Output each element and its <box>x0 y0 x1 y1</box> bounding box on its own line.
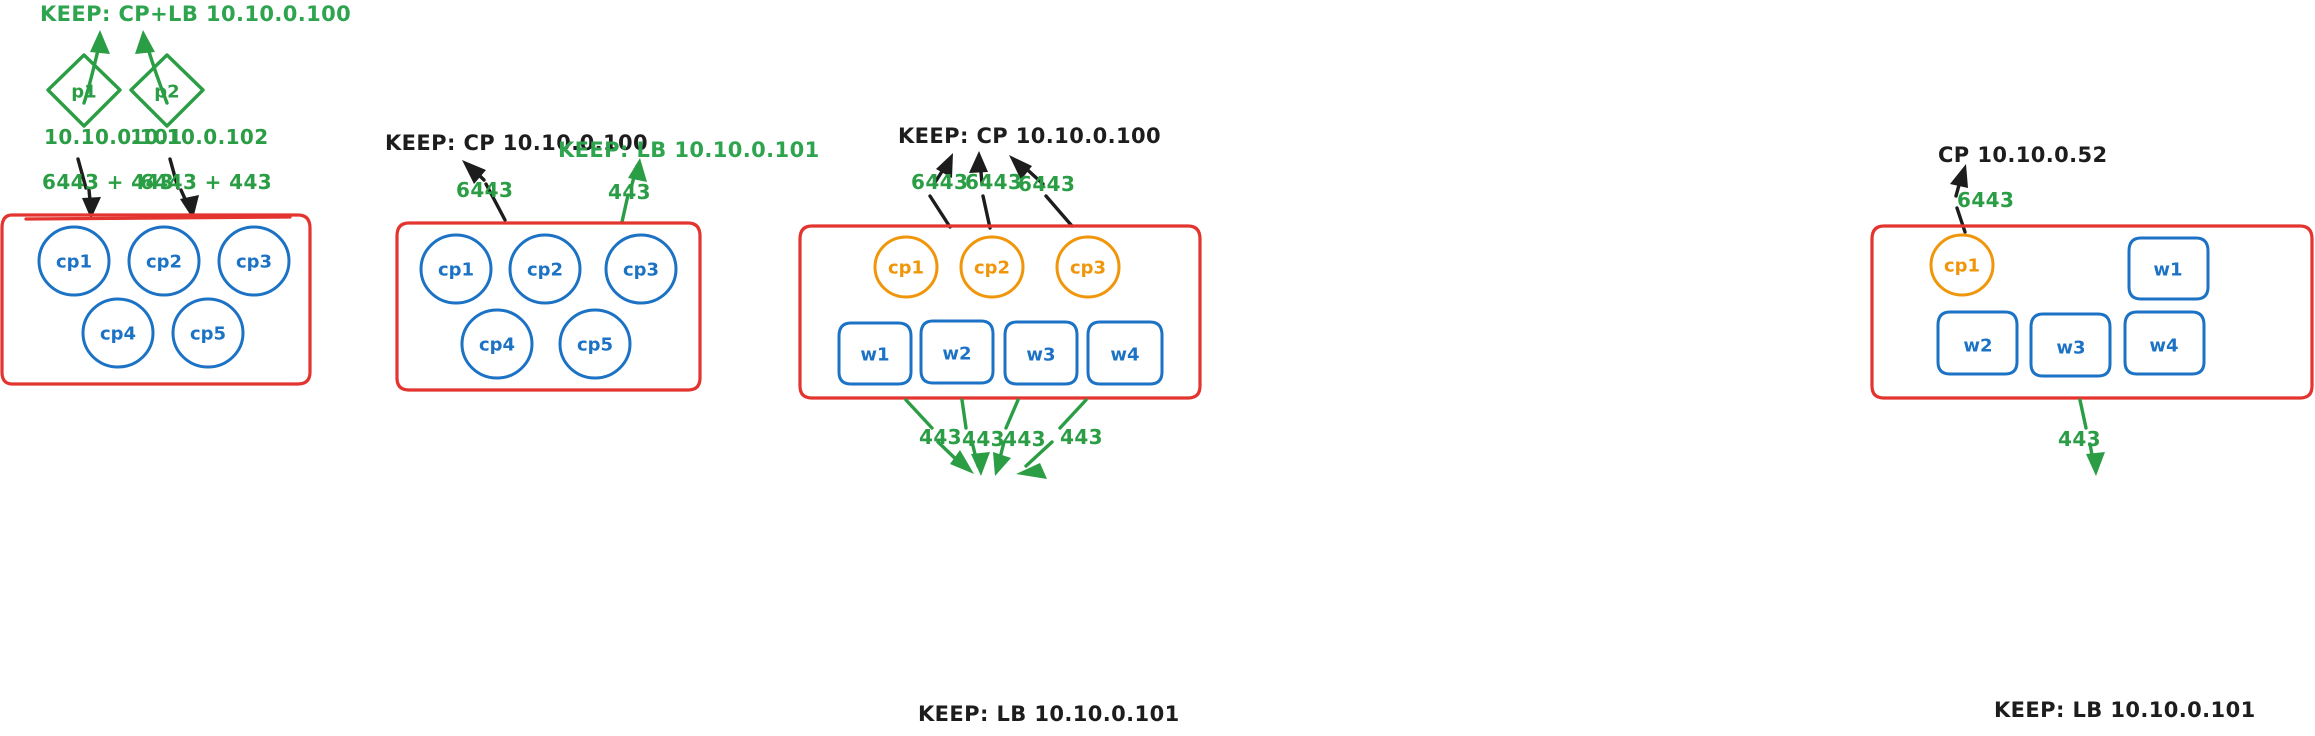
panel2-node-cp5-shape <box>558 308 632 380</box>
panel1-proxy-p1-shape <box>46 53 122 128</box>
panel4-cp-arrow <box>1950 164 1968 234</box>
panel1-proxy-p2-shape <box>129 53 205 128</box>
panel2-node-cp3-label: cp3 <box>622 259 660 281</box>
panel3-node-w3-shape <box>1003 320 1079 386</box>
panel2-lb-arrow <box>620 158 647 224</box>
panel4-node-w4-shape <box>2123 310 2206 376</box>
panel4-node-w3-shape <box>2029 312 2112 378</box>
panel4-cp-port: 6443 <box>1957 188 2015 212</box>
panel3-cp-port-3: 6443 <box>1018 172 1076 196</box>
panel1-node-cp4-label: cp4 <box>99 323 137 345</box>
panel1-downarrow-1 <box>76 157 101 219</box>
panel3-lb-arrow-4 <box>1016 398 1088 479</box>
panel1-proxy-p2-label: p2 <box>154 81 180 103</box>
panel1-cluster-box <box>0 213 312 386</box>
panel4-lb-arrow <box>2078 398 2105 476</box>
panel2-node-cp3-shape <box>604 233 678 305</box>
panel4-node-w3-label: w3 <box>2056 337 2086 359</box>
panel3-cluster-box <box>798 224 1202 400</box>
panel4-lb-vip-label: KEEP: LB 10.10.0.101 <box>1994 698 2256 722</box>
panel1-proxy-p1-ip: 10.10.0.101 <box>44 125 183 149</box>
panel1-vip-label: KEEP: CP+LB 10.10.0.100 <box>40 2 352 26</box>
panel2-cluster-box <box>395 221 702 392</box>
panel4-node-w1-label: w1 <box>2153 259 2183 281</box>
panel2-node-cp4-label: cp4 <box>478 334 516 356</box>
panel4-node-w4-label: w4 <box>2149 335 2179 357</box>
panel3-node-w2-label: w2 <box>942 343 972 365</box>
panel4-node-w2-shape <box>1936 310 2019 376</box>
panel3-lb-arrow-3 <box>993 398 1020 476</box>
panel3-node-cp2-label: cp2 <box>973 257 1011 279</box>
panel1-node-cp1-shape <box>37 225 111 297</box>
panel4-node-w1-shape <box>2127 236 2210 301</box>
panel1-vip-arrow-p1 <box>82 30 110 105</box>
panel1-vip-arrow-p2 <box>135 30 169 105</box>
panel1-ports-p2: 6443 + 443 <box>140 170 273 194</box>
panel1-downarrow-2 <box>168 157 199 219</box>
panel2-node-cp4-shape <box>460 308 534 380</box>
panel3-lb-port-4: 443 <box>1060 425 1103 449</box>
panel3-cp-vip-label: KEEP: CP 10.10.0.100 <box>898 124 1162 148</box>
panel4-node-cp1-shape <box>1929 233 1995 297</box>
panel4-node-w2-label: w2 <box>1963 335 1993 357</box>
panel3-node-w4-shape <box>1086 320 1164 386</box>
panel3-node-w3-label: w3 <box>1026 344 1056 366</box>
panel3-cp-port-1: 6443 <box>911 170 969 194</box>
panel3-lb-port-1: 443 <box>919 425 962 449</box>
panel3-lb-port-3: 443 <box>1003 427 1046 451</box>
panel1-proxy-p2-ip: 10.10.0.102 <box>130 125 269 149</box>
panel2-lb-vip-label: KEEP: LB 10.10.0.101 <box>558 138 820 162</box>
panel3-node-w4-label: w4 <box>1110 344 1140 366</box>
panel1-ports-p1: 6443 + 443 <box>42 170 175 194</box>
panel3-lb-port-2: 443 <box>962 427 1005 451</box>
panel3-node-w2-shape <box>919 319 995 385</box>
panel2-node-cp5-label: cp5 <box>576 334 614 356</box>
panel1-node-cp2-shape <box>127 225 201 297</box>
panel4-lb-port: 443 <box>2058 427 2101 451</box>
panel3-cp-arrow-2 <box>969 151 992 230</box>
panel3-lb-vip-label: KEEP: LB 10.10.0.101 <box>918 702 1180 726</box>
panel2-node-cp1-shape <box>419 233 493 305</box>
panel1-node-cp3-shape <box>217 225 291 297</box>
panel3-node-cp1-label: cp1 <box>887 257 925 279</box>
panel2-cp-arrow <box>462 160 507 222</box>
panel3-lb-arrow-2 <box>960 398 990 476</box>
panel2-node-cp2-shape <box>508 233 582 305</box>
panel3-lb-arrow-1 <box>904 398 974 474</box>
panel3-node-w1-shape <box>837 321 913 386</box>
panel1-proxy-p1-label: p1 <box>71 81 97 103</box>
panel2-node-cp1-label: cp1 <box>437 259 475 281</box>
panel2-node-cp2-label: cp2 <box>526 259 564 281</box>
panel3-cp-arrow-1 <box>928 153 953 229</box>
panel1-node-cp4-shape <box>81 297 155 369</box>
panel3-cp-arrow-3 <box>1009 155 1074 228</box>
panel1-node-cp3-label: cp3 <box>235 251 273 273</box>
panel4-cluster-box <box>1870 224 2314 400</box>
panel2-cp-vip-label: KEEP: CP 10.10.0.100 <box>385 131 649 155</box>
panel3-node-cp3-shape <box>1055 235 1121 299</box>
panel3-node-cp1-shape <box>873 235 939 299</box>
panel1-node-cp2-label: cp2 <box>145 251 183 273</box>
panel2-lb-port: 443 <box>608 180 651 204</box>
panel3-node-cp3-label: cp3 <box>1069 257 1107 279</box>
panel3-node-w1-label: w1 <box>860 344 890 366</box>
panel1-node-cp5-shape <box>171 297 245 369</box>
panel1-node-cp1-label: cp1 <box>55 251 93 273</box>
panel1-node-cp5-label: cp5 <box>189 323 227 345</box>
panel3-node-cp2-shape <box>959 235 1025 299</box>
panel2-cp-port: 6443 <box>456 178 514 202</box>
panel4-cp-vip-label: CP 10.10.0.52 <box>1938 143 2108 167</box>
panel3-cp-port-2: 6443 <box>965 170 1023 194</box>
panel4-node-cp1-label: cp1 <box>1943 255 1981 277</box>
